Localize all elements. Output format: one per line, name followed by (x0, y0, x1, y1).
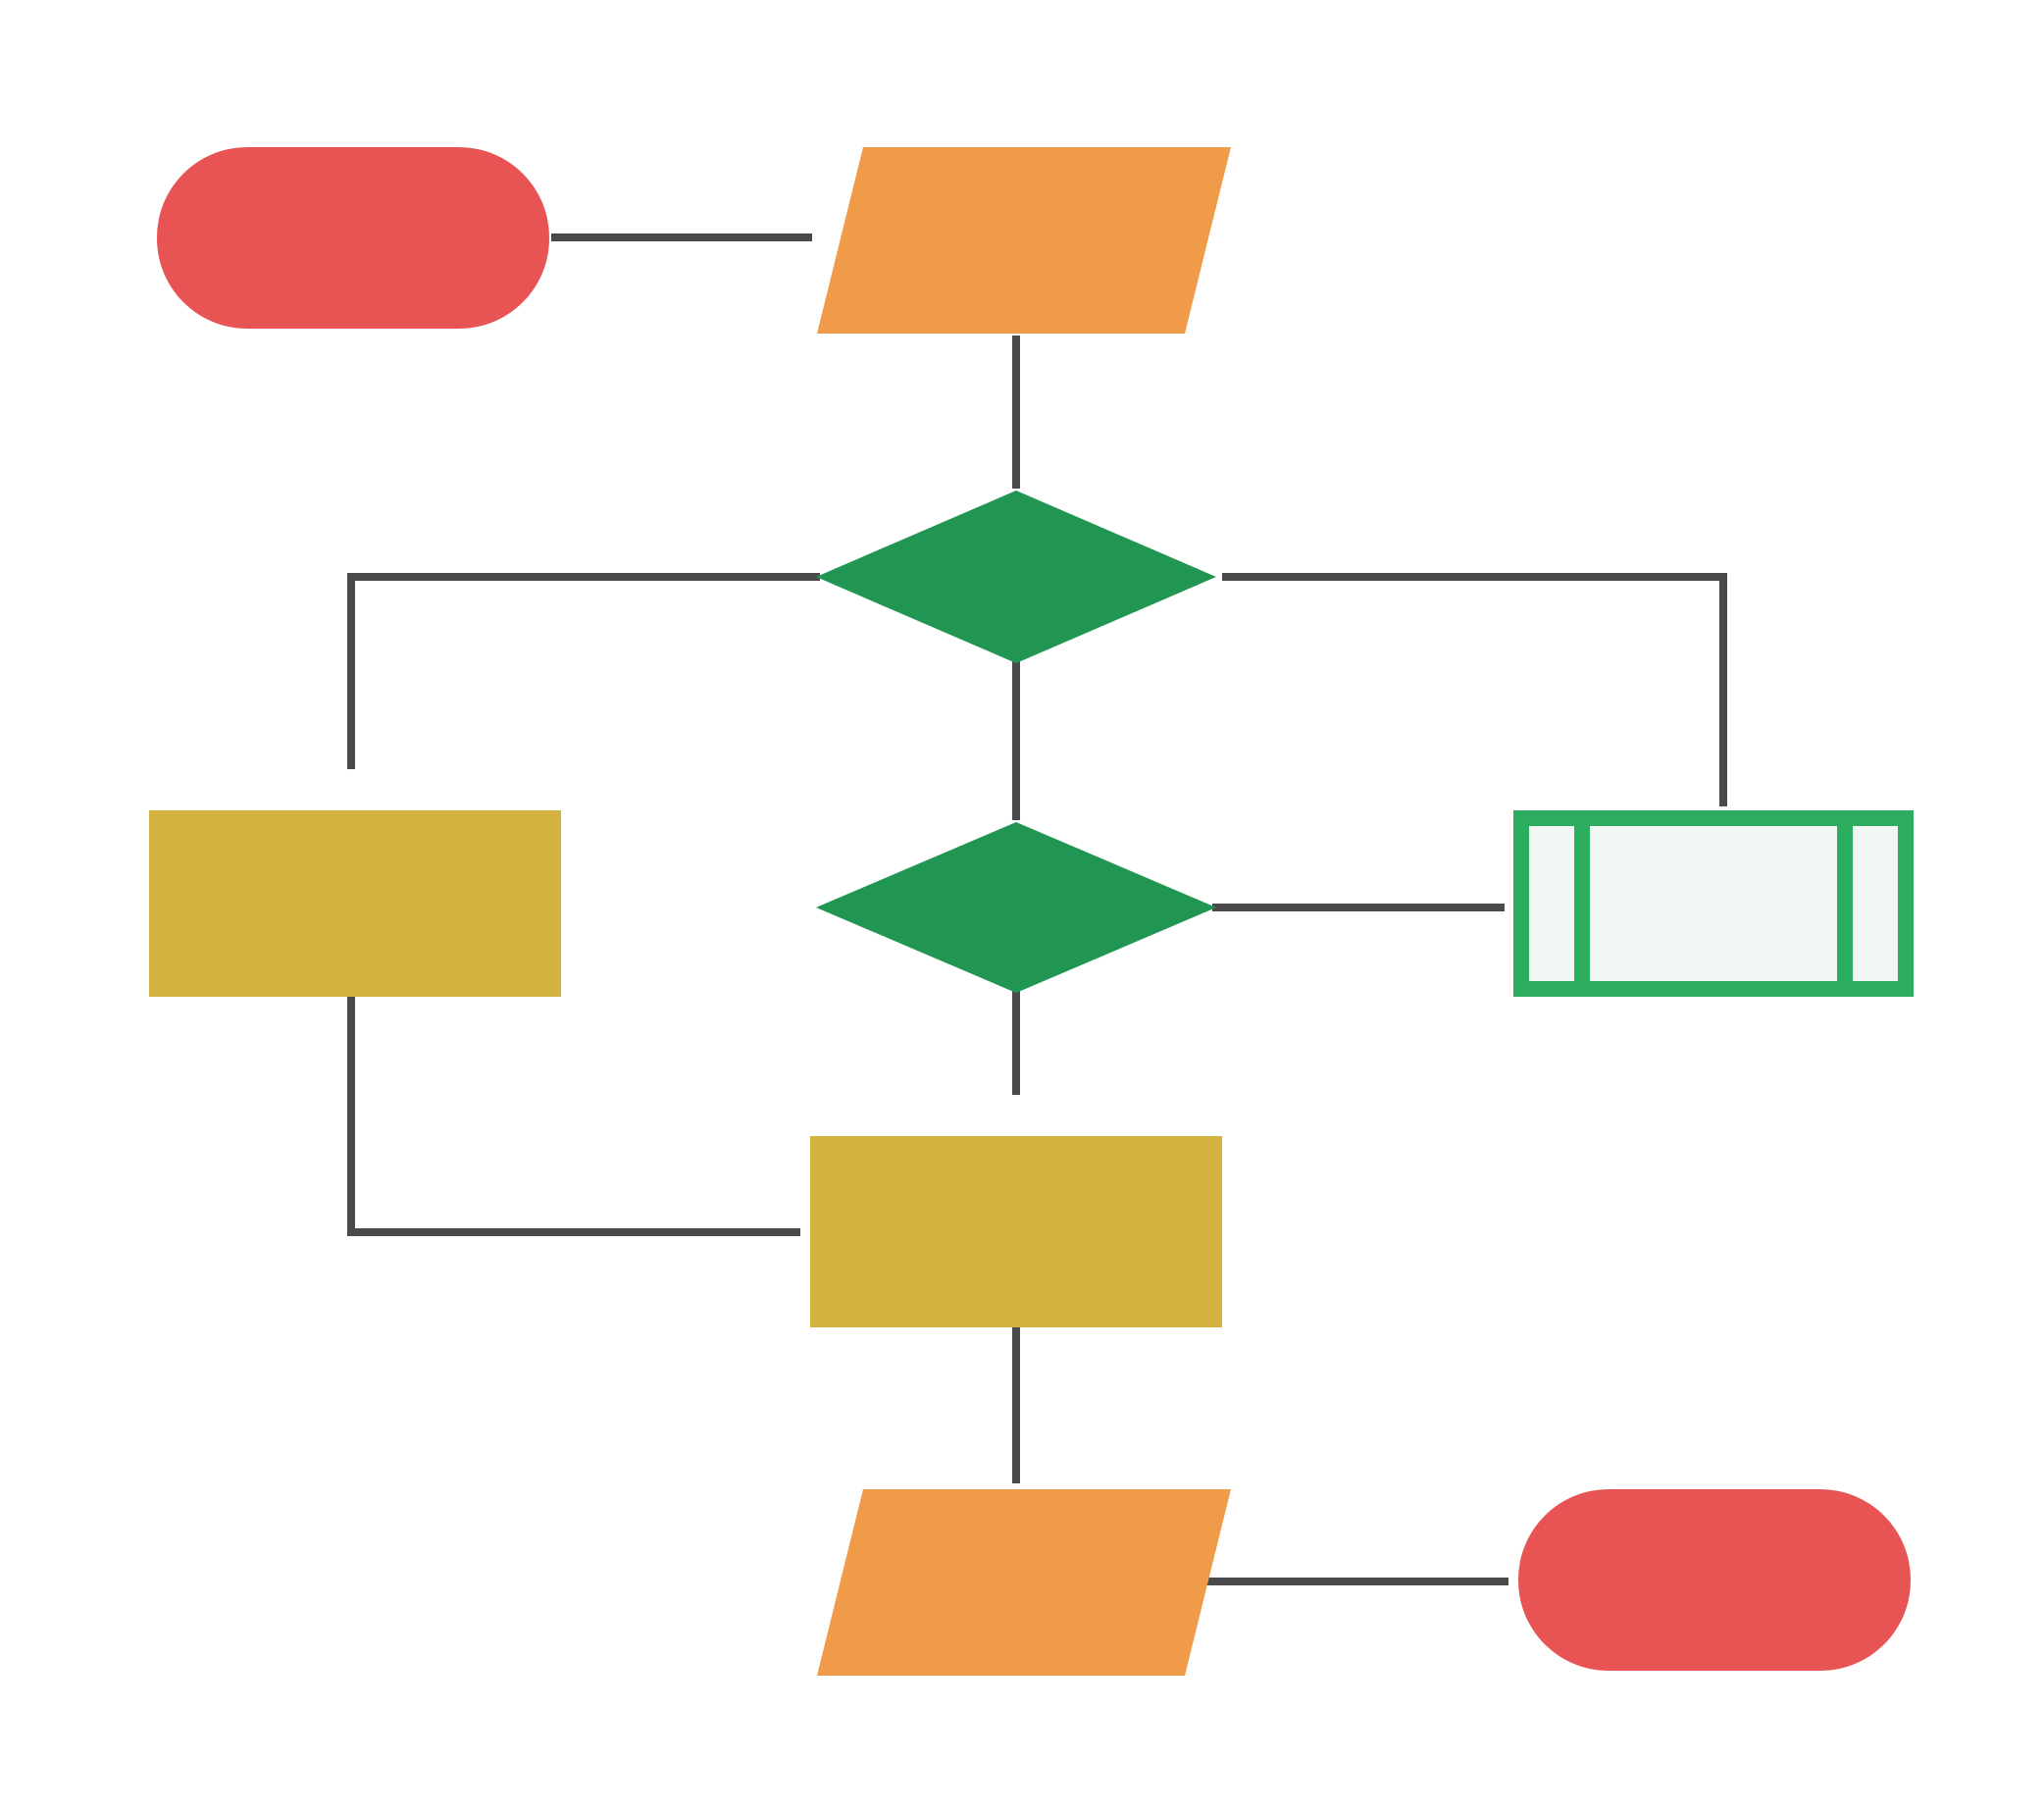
node-start-terminator[interactable] (157, 147, 549, 329)
start-terminator-shape[interactable] (157, 147, 549, 329)
node-end-terminator[interactable] (1518, 1489, 1911, 1671)
node-process-rectangle-left[interactable] (149, 810, 561, 997)
process-rectangle-center-shape[interactable] (810, 1136, 1222, 1327)
node-subroutine-box[interactable] (1513, 810, 1914, 997)
node-decision-diamond-secondary[interactable] (816, 822, 1216, 993)
decision-diamond-secondary-shape[interactable] (816, 822, 1216, 993)
decision-diamond-primary-shape[interactable] (816, 491, 1216, 663)
node-process-rectangle-center[interactable] (810, 1136, 1222, 1327)
nodes-layer (149, 147, 1914, 1676)
node-input-parallelogram[interactable] (817, 147, 1231, 334)
edges-layer (347, 233, 1727, 1585)
edge-process-left-to-process-center (347, 997, 801, 1236)
edge-subroutine-loopback-to-decision1 (1221, 573, 1727, 806)
input-parallelogram-shape[interactable] (817, 147, 1231, 334)
node-decision-diamond-primary[interactable] (816, 491, 1216, 663)
node-output-parallelogram[interactable] (817, 1489, 1231, 1676)
output-parallelogram-shape[interactable] (817, 1489, 1231, 1676)
process-rectangle-left-shape[interactable] (149, 810, 561, 997)
edge-decision1-to-process-left (347, 573, 820, 770)
end-terminator-shape[interactable] (1518, 1489, 1911, 1671)
